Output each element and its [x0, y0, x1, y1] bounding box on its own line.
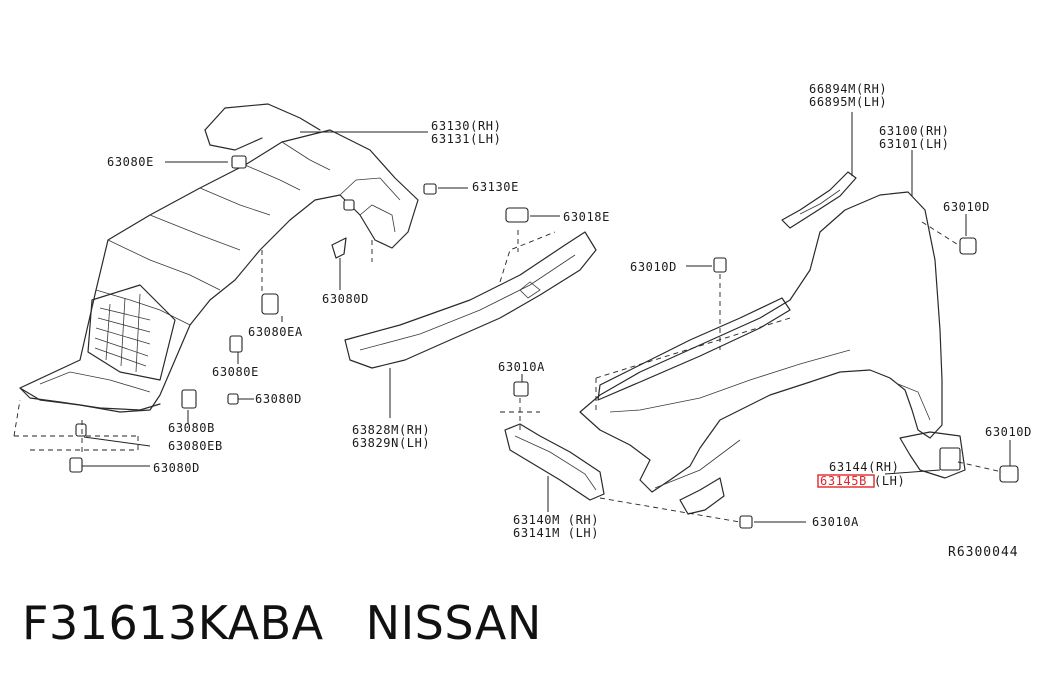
label-63145b: 63145B [820, 474, 867, 488]
fender-seal-illustration [344, 207, 597, 369]
label-63018e: 63018E [563, 210, 610, 224]
fender-bracket-lower-illustration [504, 423, 725, 515]
diagram-reference-code: R6300044 [948, 545, 1019, 560]
label-63080eb: 63080EB [168, 439, 223, 453]
part-labels: 63130(RH) 63131(LH) 63080E 63130E 63080D… [107, 82, 1032, 560]
fender-bracket-top-illustration [781, 171, 857, 229]
label-63010d-mid: 63010D [630, 260, 677, 274]
label-63010a-upper: 63010A [498, 360, 545, 374]
label-63010d-right: 63010D [985, 425, 1032, 439]
fender-protector-illustration [19, 103, 419, 413]
brand-name: NISSAN [365, 596, 542, 650]
label-63144: 63144(RH) [829, 460, 899, 474]
label-66894m: 66894M(RH) [809, 82, 887, 96]
label-66895m: 66895M(LH) [809, 95, 887, 109]
part-caption: F31613KABA NISSAN [22, 596, 542, 650]
label-63010d-top: 63010D [943, 200, 990, 214]
label-63130e: 63130E [472, 180, 519, 194]
fender-dashed-guides [500, 221, 1003, 523]
label-63080d-mid: 63080D [322, 292, 369, 306]
fender-fasteners [513, 237, 1019, 529]
leader-lines [82, 112, 1011, 523]
label-63140m: 63140M (RH) [513, 513, 599, 527]
label-63080ea: 63080EA [248, 325, 303, 339]
label-63080d-bot: 63080D [153, 461, 200, 475]
front-fender-illustration [579, 191, 966, 493]
label-63828m: 63828M(RH) [352, 423, 430, 437]
label-63145-lh: (LH) [874, 474, 905, 488]
label-63080e-top: 63080E [107, 155, 154, 169]
label-63829n: 63829N(LH) [352, 436, 430, 450]
protector-dashed-guides [13, 240, 373, 452]
label-63010a-lower: 63010A [812, 515, 859, 529]
label-63100: 63100(RH) [879, 124, 949, 138]
label-63101: 63101(LH) [879, 137, 949, 151]
part-number: F31613KABA [22, 596, 324, 650]
label-63080d-right: 63080D [255, 392, 302, 406]
label-63141m: 63141M (LH) [513, 526, 599, 540]
protector-fasteners [69, 155, 437, 473]
label-63080b: 63080B [168, 421, 215, 435]
label-63131: 63131(LH) [431, 132, 501, 146]
highlight-box-63145b [817, 474, 875, 488]
label-63080e-low: 63080E [212, 365, 259, 379]
label-63130: 63130(RH) [431, 119, 501, 133]
